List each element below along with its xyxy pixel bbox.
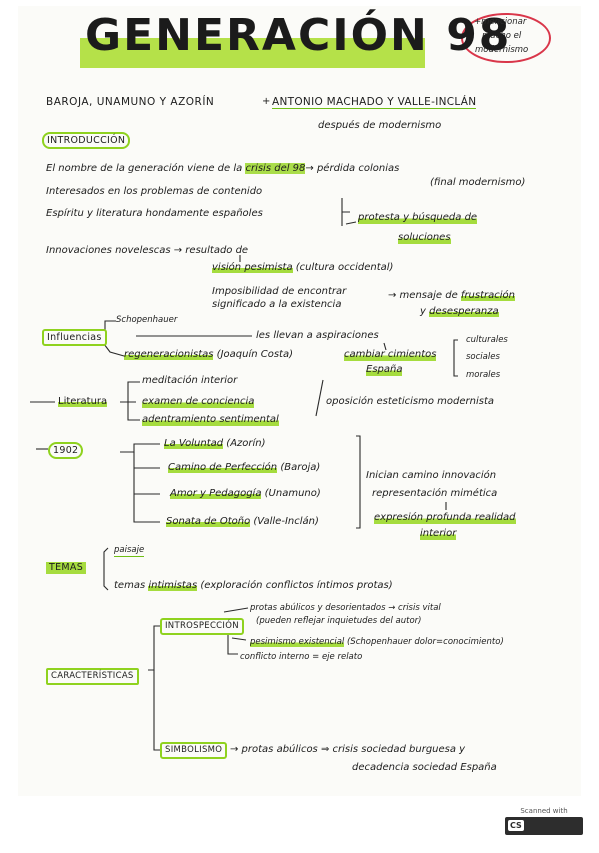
camscanner-icon: CS [508,819,524,831]
authors-after: después de modernismo [318,120,442,131]
year-1902-label: 1902 [48,442,84,459]
mensaje-frustracion: → mensaje de frustración [388,290,515,301]
intro-line2: Interesados en los problemas de contenid… [46,186,263,197]
pesimismo: pesimismo existencial (Schopenhauer dolo… [250,637,504,647]
conflicto-interno: conflicto interno = eje relato [240,652,363,662]
title-highlight [80,38,425,68]
interior: interior [420,528,457,540]
adentramiento: adentramiento sentimental [142,414,279,426]
aspiraciones: les llevan a aspiraciones [256,330,379,341]
authors-left: BAROJA, UNAMUNO Y AZORÍN [46,96,215,108]
influencias-label: Influencias [42,329,107,346]
page-title: GENERACIÓN 98 [85,10,512,61]
imposibilidad-2: significado a la existencia [212,299,342,310]
note-line-1: +mencionar [474,17,527,27]
intro-label: INTRODUCCIÓN [42,132,131,149]
note-line-3: modernismo [475,45,529,55]
inician-camino: Inician camino innovación [366,470,497,481]
authors-plus: + [262,96,271,107]
desesperanza: y desesperanza [420,306,499,317]
protas-reflejar: (pueden reflejar inquietudes del autor) [256,616,422,626]
meditacion: meditación interior [142,375,238,386]
innovaciones: Innovaciones novelescas → resultado de [46,245,249,256]
espana: España [366,364,403,376]
cambiar-cimientos: cambiar cimientos [344,349,437,361]
simbolismo-label: SIMBOLISMO [160,742,228,759]
culturales: culturales [466,335,508,345]
examen-conciencia: examen de conciencia [142,396,255,408]
imposibilidad-1: Imposibilidad de encontrar [212,286,347,297]
vision-pesimista: visión pesimista (cultura occidental) [212,262,394,273]
temas-intimistas: temas intimistas (exploración conflictos… [114,580,393,591]
introspeccion-label: INTROSPECCIÓN [160,618,244,635]
soluciones: soluciones [398,232,451,244]
simbolismo-line2: decadencia sociedad España [352,762,497,773]
authors-right: ANTONIO MACHADO Y VALLE-INCLÁN [272,96,477,109]
scanned-with-text: Scanned with [520,807,568,815]
sociales: sociales [466,352,500,362]
protesta: protesta y búsqueda de [358,212,478,224]
work-camino-perfeccion: Camino de Perfección (Baroja) [168,462,321,473]
paisaje: paisaje [114,545,145,557]
note-line-2: mucho el [482,31,522,41]
representacion: representación mimética [372,488,498,499]
intro-line1: El nombre de la generación viene de la c… [46,163,400,174]
crisis-98: crisis del 98 [245,163,306,174]
expresion-profunda: expresión profunda realidad [374,512,516,524]
protas-abulicos: protas abúlicos y desorientados → crisis… [250,603,441,613]
intro-line1-final: (final modernismo) [430,177,526,188]
schopenhauer: Schopenhauer [116,315,178,325]
work-sonata-otono: Sonata de Otoño (Valle-Inclán) [166,516,319,527]
regeneracionistas: regeneracionistas (Joaquín Costa) [124,349,294,360]
caracteristicas-label: CARACTERÍSTICAS [46,668,139,685]
oposicion: oposición esteticismo modernista [326,396,494,407]
work-amor-pedagogia: Amor y Pedagogía (Unamuno) [170,488,321,499]
literatura-label: Literatura [58,396,108,407]
intro-line3: Espíritu y literatura hondamente español… [46,208,263,219]
temas-label: TEMAS [46,562,87,574]
camscanner-logo: CSCamScanner [505,817,583,849]
simbolismo-line1: → protas abúlicos ⇒ crisis sociedad burg… [230,744,466,755]
work-la-voluntad: La Voluntad (Azorín) [164,438,266,449]
morales: morales [466,370,501,380]
